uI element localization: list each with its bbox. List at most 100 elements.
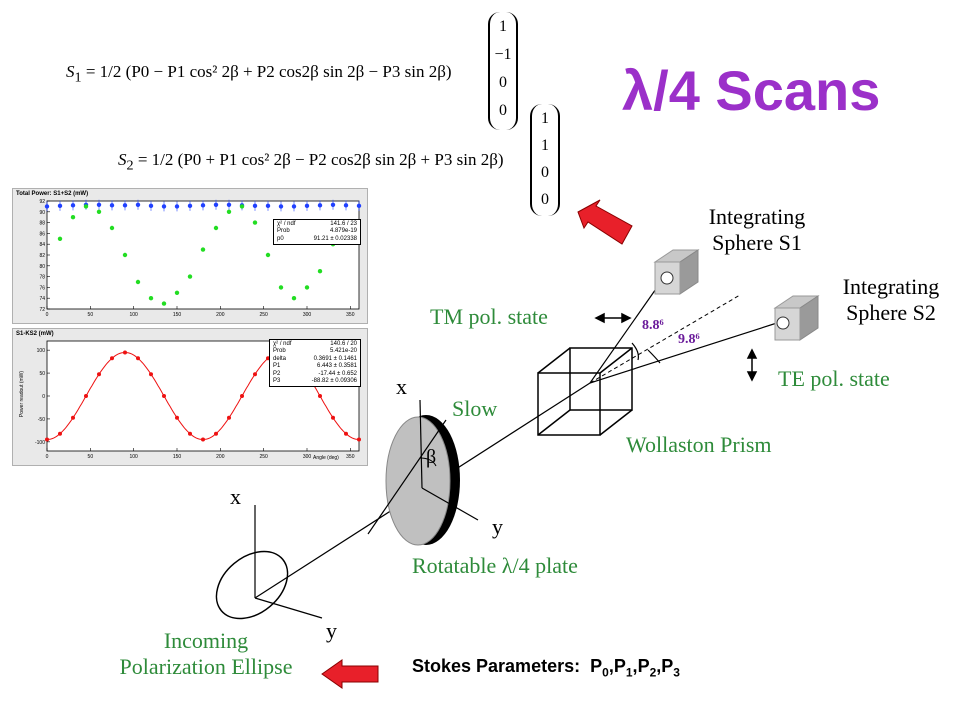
plot1-ytick-label: 72 [39, 307, 45, 313]
plot2-xtick-label: 200 [216, 454, 225, 460]
plot2-point [344, 431, 348, 436]
plot1-point [187, 274, 193, 279]
polarization-ellipse [215, 550, 289, 620]
plot2-xtick-label: 250 [259, 454, 268, 460]
plot1-point [135, 279, 141, 285]
plot2-xlabel: Angle (deg) [313, 455, 339, 461]
plot1-point [70, 215, 76, 220]
plot2-point [188, 431, 192, 436]
plot1-point [356, 203, 362, 209]
label-wollaston-prism: Wollaston Prism [626, 432, 772, 457]
label-slow-axis: Slow [452, 396, 498, 421]
plot1-point [109, 225, 115, 231]
plot1-point [252, 220, 258, 225]
plot2-ytick-label: 50 [39, 371, 45, 377]
plot1-title: Total Power: S1+S2 (mW) [16, 191, 89, 197]
plot2-xtick-label: 50 [88, 454, 94, 460]
plot1-point [226, 202, 232, 207]
equation-s1: S1 = 1/2 (P0 − P1 cos² 2β + P2 cos2β sin… [66, 62, 452, 86]
plot1-ytick-label: 76 [39, 285, 45, 291]
plate-y-axis [421, 487, 479, 521]
plot1-point [278, 204, 284, 209]
te-double-arrow [746, 348, 758, 382]
plot1-ytick-label: 74 [39, 296, 45, 302]
label-te-state: TE pol. state [778, 366, 890, 391]
plot2-point [214, 431, 218, 436]
plot2-point [318, 394, 322, 398]
plot2-point [71, 415, 75, 420]
plot1-point [161, 301, 167, 306]
label-tm-state: TM pol. state [430, 304, 548, 329]
plot1-point [109, 203, 115, 208]
plot2-point [175, 415, 179, 420]
plot1-point [291, 296, 297, 301]
label-ellipse-x: x [230, 484, 241, 509]
plot2-point [240, 394, 244, 398]
plot1-xtick-label: 350 [346, 312, 355, 318]
plot2-point [136, 356, 140, 361]
plot1-ytick-label: 88 [39, 221, 45, 227]
plot2-point [357, 437, 361, 442]
vector-s1: 1 −1 0 0 [488, 12, 518, 130]
beam-to-s1 [589, 275, 666, 384]
plot1-point [122, 252, 128, 258]
plot1-point [83, 204, 89, 209]
plot1-xtick-label: 150 [173, 312, 182, 318]
wollaston-prism-cube [537, 347, 633, 436]
plot2-xtick-label: 300 [303, 454, 312, 460]
plot1-point [200, 203, 206, 208]
label-angle-2: 9.8⁶ [678, 332, 700, 347]
tm-double-arrow [594, 312, 632, 324]
plot1-point [304, 203, 310, 209]
plot1-point [213, 202, 219, 207]
plot2-xtick-label: 0 [46, 454, 49, 460]
plot1-point [57, 203, 63, 209]
plot1-point [135, 202, 141, 207]
plot1-ytick-label: 92 [39, 199, 45, 205]
plot1-xtick-label: 300 [303, 312, 312, 318]
stokes-parameters: Stokes Parameters: P0,P1,P2,P3 [412, 656, 680, 680]
plot2-point [97, 372, 101, 377]
plot1-ytick-label: 82 [39, 253, 45, 259]
rotatable-quarter-wave-plate [385, 415, 460, 546]
plot1-point [343, 203, 349, 208]
plot1-point [265, 203, 271, 209]
plot1-ytick-label: 84 [39, 242, 45, 248]
plot2-xtick-label: 150 [173, 454, 182, 460]
plot2-ytick-label: 100 [37, 348, 46, 354]
plot2-point [331, 415, 335, 420]
equation-s2: S2 = 1/2 (P0 + P1 cos² 2β − P2 cos2β sin… [118, 150, 504, 174]
plot1-point [317, 203, 323, 208]
plot2-point [45, 437, 49, 442]
vector-s2: 1 1 0 0 [530, 104, 560, 216]
plot2-point [110, 356, 114, 361]
plot1-point [187, 203, 193, 209]
plot2-xtick-label: 100 [129, 454, 138, 460]
plot1-point [161, 204, 167, 209]
plot1-ytick-label: 90 [39, 210, 45, 216]
plot1-xtick-label: 200 [216, 312, 225, 318]
plot2-point [253, 372, 257, 377]
plot2-ytick-label: -100 [35, 440, 45, 446]
plot1-point [330, 202, 336, 207]
plot1-point [174, 204, 180, 209]
integrating-sphere-s1 [653, 249, 700, 295]
beam-to-s2 [589, 321, 781, 384]
plot1-point [96, 202, 102, 207]
plot2-ytick-label: 0 [42, 394, 45, 400]
plot1-point [213, 225, 219, 231]
plot1-point [317, 269, 323, 274]
plot1-ytick-label: 80 [39, 264, 45, 270]
beam-axis-dashed [589, 294, 741, 384]
plot2-point [201, 437, 205, 442]
plot1-ytick-label: 78 [39, 275, 45, 281]
plot1-point [265, 252, 271, 258]
